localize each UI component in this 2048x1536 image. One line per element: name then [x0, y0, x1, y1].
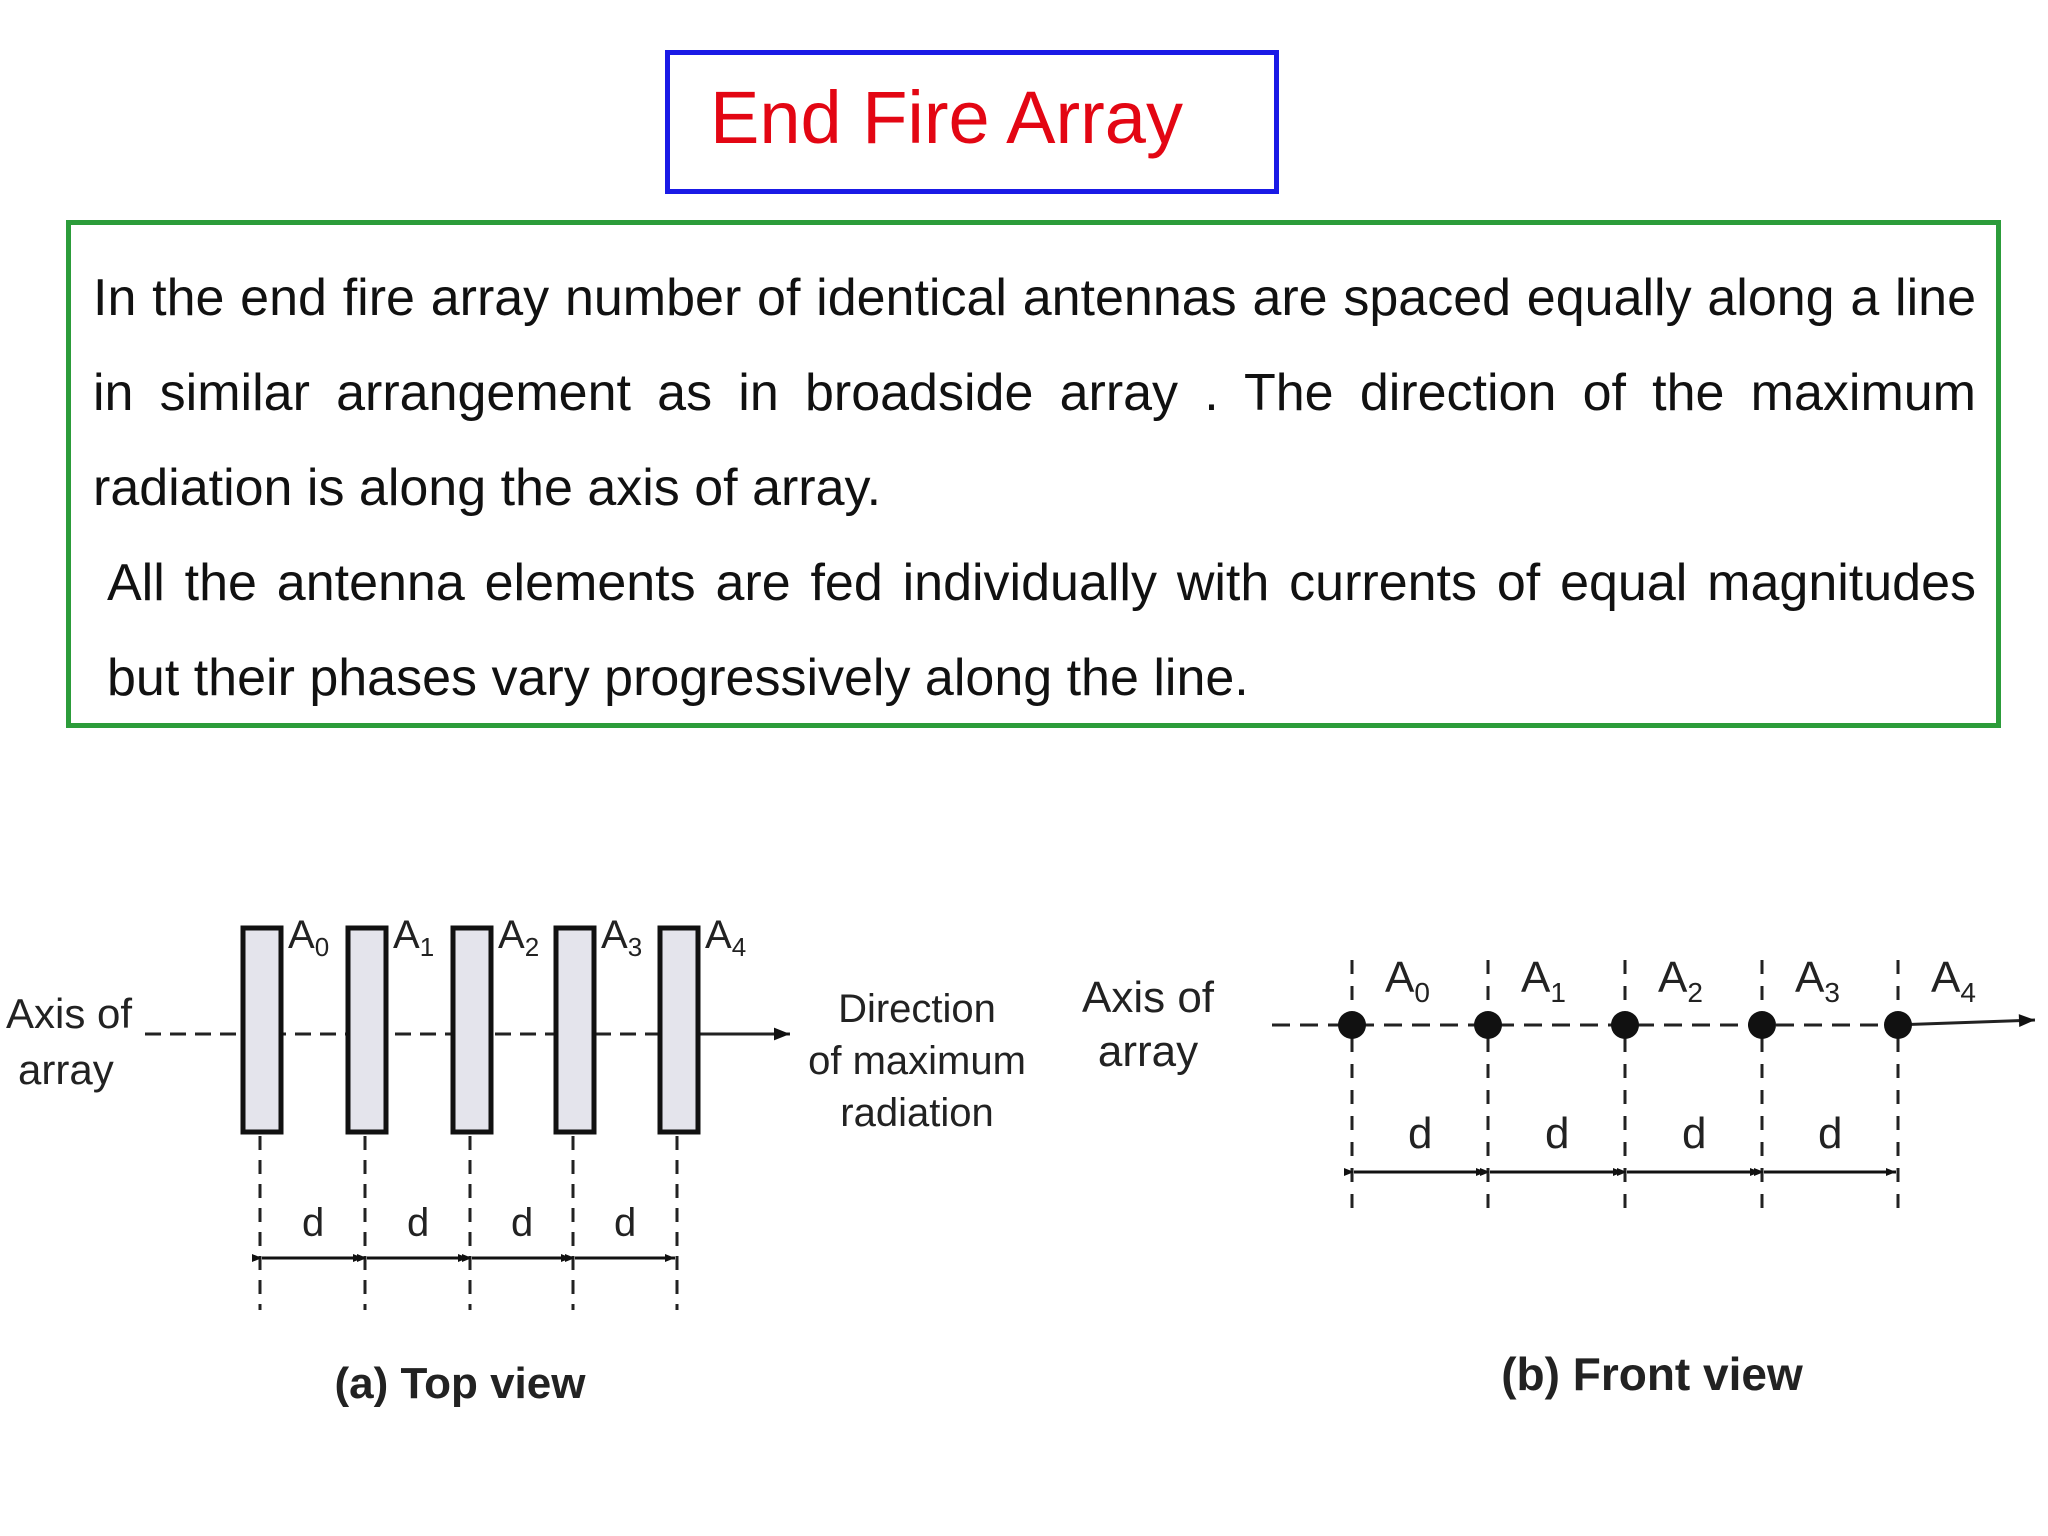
front-view-spacing-label-2: d — [1545, 1109, 1569, 1158]
top-view-element-3 — [553, 925, 597, 1135]
front-view-axis-label-line1: Axis of — [1082, 973, 1215, 1022]
front-view-direction-arrow — [1894, 1014, 2036, 1027]
front-view: Axis of array A0 A1 A2 A3 A4 d d d d (b)… — [1082, 953, 2036, 1400]
front-view-element-4 — [1884, 1011, 1912, 1039]
top-view-label-a4: A4 — [705, 913, 746, 962]
front-view-spacing-label-3: d — [1682, 1109, 1706, 1158]
front-view-caption: (b) Front view — [1501, 1348, 1803, 1400]
front-view-element-1 — [1474, 1011, 1502, 1039]
top-view-spacing-label-3: d — [511, 1201, 533, 1245]
page-title: End Fire Array — [710, 76, 1183, 159]
top-view-spacing-label-1: d — [302, 1201, 324, 1245]
front-view-label-a4: A4 — [1931, 953, 1976, 1008]
top-view-element-1 — [345, 925, 389, 1135]
top-view-direction-line1: Direction — [838, 987, 996, 1031]
top-view-element-0 — [240, 925, 284, 1135]
front-view-spacing-label-4: d — [1818, 1109, 1842, 1158]
end-fire-array-diagram: Axis of array A0 A1 A2 A3 A4 d d d d Di — [6, 913, 2036, 1408]
description-box: In the end fire array number of identica… — [66, 220, 2001, 728]
front-view-label-a2: A2 — [1658, 953, 1703, 1008]
front-view-label-a0: A0 — [1385, 953, 1430, 1008]
front-view-spacing-label-1: d — [1408, 1109, 1432, 1158]
top-view-spacing-label-2: d — [407, 1201, 429, 1245]
front-view-axis-label-line2: array — [1098, 1027, 1198, 1076]
top-view-label-a1: A1 — [393, 913, 434, 962]
top-view-element-2 — [450, 925, 494, 1135]
top-view-label-a3: A3 — [601, 913, 642, 962]
top-view-label-a0: A0 — [288, 913, 329, 962]
top-view-spacing-label-4: d — [614, 1201, 636, 1245]
top-view-axis-label-line1: Axis of — [6, 990, 132, 1037]
front-view-element-3 — [1748, 1011, 1776, 1039]
front-view-label-a1: A1 — [1521, 953, 1566, 1008]
description-paragraph-2: All the antenna elements are fed individ… — [107, 554, 1976, 707]
top-view-element-4 — [657, 925, 701, 1135]
top-view: Axis of array A0 A1 A2 A3 A4 d d d d Di — [6, 913, 1026, 1408]
top-view-axis-label-line2: array — [18, 1046, 114, 1093]
front-view-label-a3: A3 — [1795, 953, 1840, 1008]
top-view-caption: (a) Top view — [335, 1359, 587, 1408]
top-view-direction-line3: radiation — [840, 1091, 993, 1135]
description-paragraph-1: In the end fire array number of identica… — [93, 269, 1976, 517]
front-view-element-0 — [1338, 1011, 1366, 1039]
title-box: End Fire Array — [665, 50, 1279, 194]
top-view-label-a2: A2 — [498, 913, 539, 962]
top-view-direction-line2: of maximum — [808, 1039, 1026, 1083]
front-view-element-2 — [1611, 1011, 1639, 1039]
